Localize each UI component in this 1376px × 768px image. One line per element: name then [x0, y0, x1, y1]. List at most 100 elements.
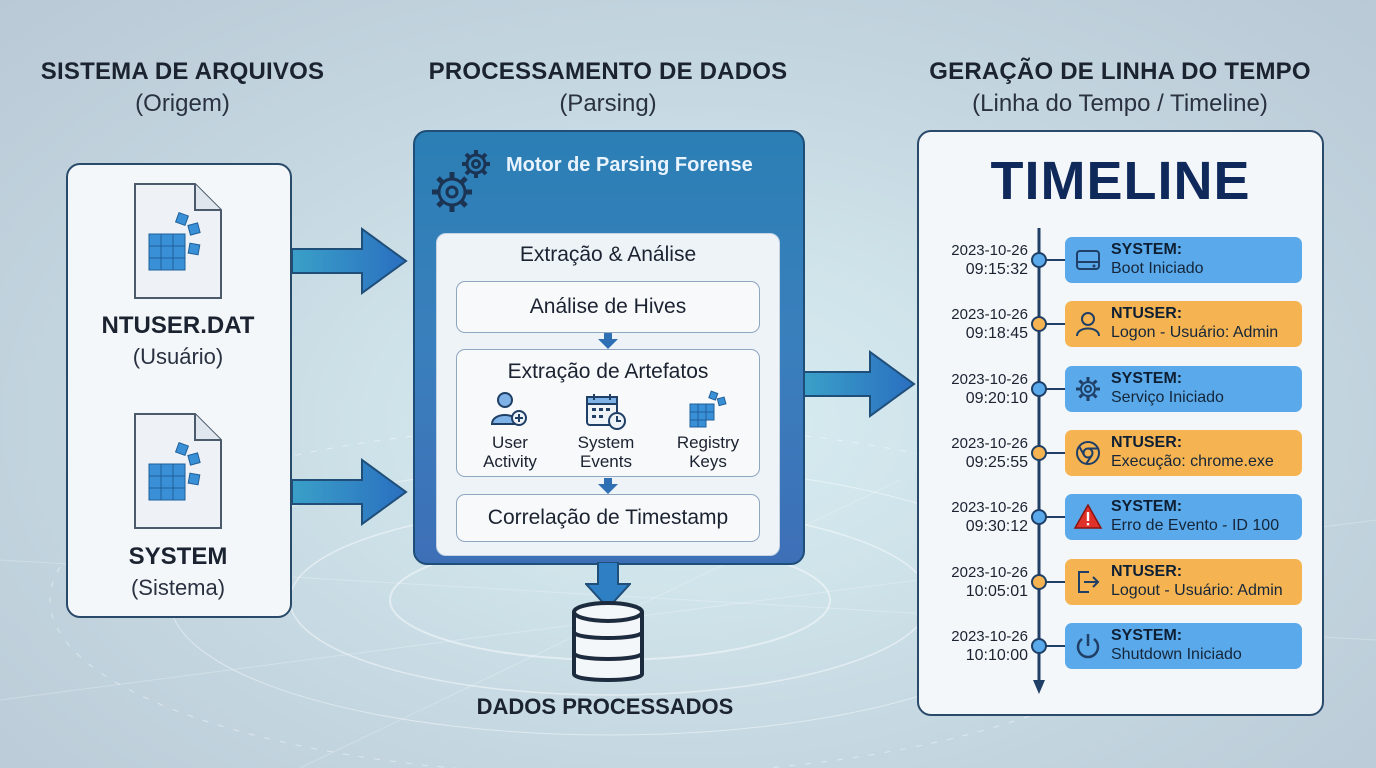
timeline-axis — [1033, 228, 1045, 694]
event-date: 2023-10-26 — [951, 242, 1028, 259]
calendar-clock-icon — [586, 394, 626, 430]
event-description: Logon - Usuário: Admin — [1111, 324, 1279, 341]
file-name: NTUSER.DAT — [101, 312, 255, 339]
event-timestamp: 2023-10-26 10:05:01 — [924, 563, 1028, 601]
event-date: 2023-10-26 — [951, 564, 1028, 581]
arrow-down-icon — [585, 562, 631, 610]
event-description: Boot Iniciado — [1111, 260, 1204, 277]
artifact-line: User — [492, 433, 528, 452]
event-timestamp: 2023-10-26 10:10:00 — [924, 627, 1028, 665]
event-source: SYSTEM: — [1111, 241, 1183, 258]
artifact-line: Events — [580, 452, 632, 471]
event-description: Erro de Evento - ID 100 — [1111, 517, 1280, 534]
source-subtitle: (Origem) — [135, 90, 230, 117]
event-description: Shutdown Iniciado — [1111, 646, 1242, 663]
database-icon — [572, 601, 644, 682]
timeline-marker — [1031, 445, 1047, 461]
timestamp-correlation-step: Correlação de Timestamp — [456, 494, 760, 542]
artifact-line: System — [577, 433, 635, 452]
processing-subtitle: (Parsing) — [559, 90, 657, 117]
file-label-system: SYSTEM (Sistema) — [68, 543, 288, 601]
event-timestamp: 2023-10-26 09:30:12 — [924, 498, 1028, 536]
timeline-card — [917, 130, 1324, 716]
event-time: 09:15:32 — [965, 261, 1028, 278]
timeline-connector — [1046, 323, 1066, 325]
event-source: NTUSER: — [1111, 305, 1183, 322]
timeline-marker — [1031, 252, 1047, 268]
timeline-column-subtitle: (Linha do Tempo / Timeline) — [972, 90, 1268, 117]
processing-title: PROCESSAMENTO DE DADOS — [428, 58, 788, 85]
file-desc: (Usuário) — [132, 344, 224, 369]
timeline-column-header: GERAÇÃO DE LINHA DO TEMPO (Linha do Temp… — [900, 58, 1340, 118]
warning-icon — [1073, 503, 1103, 529]
event-date: 2023-10-26 — [951, 499, 1028, 516]
artifact-user-activity-label: User Activity — [470, 433, 550, 471]
engine-title: Motor de Parsing Forense — [506, 154, 753, 176]
event-source: SYSTEM: — [1111, 498, 1183, 515]
timeline-column-title: GERAÇÃO DE LINHA DO TEMPO — [929, 58, 1311, 85]
chrome-icon — [1076, 441, 1100, 465]
extraction-section-title: Extração & Análise — [519, 243, 697, 266]
power-icon — [1076, 634, 1100, 659]
arrow-right-icon — [292, 458, 408, 526]
arrow-down-icon — [598, 333, 618, 349]
event-timestamp: 2023-10-26 09:18:45 — [924, 305, 1028, 343]
timeline-connector — [1046, 516, 1066, 518]
user-icon — [1076, 312, 1100, 337]
timeline-event: SYSTEM: Erro de Evento - ID 100 — [1065, 494, 1302, 540]
event-source: SYSTEM: — [1111, 627, 1183, 644]
artifact-line: Activity — [483, 452, 537, 471]
event-time: 10:10:00 — [965, 647, 1028, 664]
source-column-header: SISTEMA DE ARQUIVOS (Origem) — [20, 58, 345, 118]
registry-file-icon — [134, 413, 222, 529]
timeline-title: TIMELINE — [990, 151, 1251, 211]
event-description: Serviço Iniciado — [1111, 389, 1224, 406]
artifact-line: Registry — [676, 433, 740, 452]
timeline-marker — [1031, 574, 1047, 590]
processed-data-label: DADOS PROCESSADOS — [476, 694, 734, 719]
timeline-marker — [1031, 381, 1047, 397]
registry-cubes-icon — [689, 390, 727, 428]
gears-icon — [432, 150, 490, 212]
timeline-marker — [1031, 638, 1047, 654]
timeline-event: NTUSER: Logout - Usuário: Admin — [1065, 559, 1302, 605]
event-source: NTUSER: — [1111, 563, 1183, 580]
timeline-event: SYSTEM: Boot Iniciado — [1065, 237, 1302, 283]
event-date: 2023-10-26 — [951, 628, 1028, 645]
logout-icon — [1078, 571, 1100, 593]
event-time: 09:18:45 — [965, 325, 1028, 342]
arrow-right-icon — [292, 227, 408, 295]
event-description: Logout - Usuário: Admin — [1111, 582, 1283, 599]
file-label-ntuser: NTUSER.DAT (Usuário) — [68, 312, 288, 370]
event-time: 09:25:55 — [965, 454, 1028, 471]
artifact-extraction-label: Extração de Artefatos — [507, 360, 709, 383]
processing-column-header: PROCESSAMENTO DE DADOS (Parsing) — [400, 58, 816, 118]
event-date: 2023-10-26 — [951, 306, 1028, 323]
file-name: SYSTEM — [128, 543, 228, 570]
event-timestamp: 2023-10-26 09:25:55 — [924, 434, 1028, 472]
user-activity-icon — [490, 392, 527, 426]
event-source: NTUSER: — [1111, 434, 1183, 451]
event-time: 10:05:01 — [965, 583, 1028, 600]
timestamp-correlation-label: Correlação de Timestamp — [487, 506, 729, 529]
timeline-event: SYSTEM: Shutdown Iniciado — [1065, 623, 1302, 669]
hive-analysis-label: Análise de Hives — [529, 295, 687, 318]
timeline-connector — [1046, 388, 1066, 390]
artifact-system-events-label: System Events — [566, 433, 646, 471]
timeline-marker — [1031, 316, 1047, 332]
arrow-down-icon — [598, 478, 618, 494]
artifact-line: Keys — [689, 452, 727, 471]
timeline-connector — [1046, 645, 1066, 647]
timeline-connector — [1046, 581, 1066, 583]
event-time: 09:20:10 — [965, 390, 1028, 407]
timeline-event: SYSTEM:Serviço Iniciado — [1065, 366, 1302, 412]
event-timestamp: 2023-10-26 09:15:32 — [924, 241, 1028, 279]
timeline-event: NTUSER: Logon - Usuário: Admin — [1065, 301, 1302, 347]
event-date: 2023-10-26 — [951, 435, 1028, 452]
timeline-event: NTUSER:Execução: chrome.exe — [1065, 430, 1302, 476]
artifact-registry-keys-label: Registry Keys — [666, 433, 750, 471]
event-time: 09:30:12 — [965, 518, 1028, 535]
hive-analysis-step: Análise de Hives — [456, 281, 760, 333]
gear-icon — [1076, 377, 1100, 401]
